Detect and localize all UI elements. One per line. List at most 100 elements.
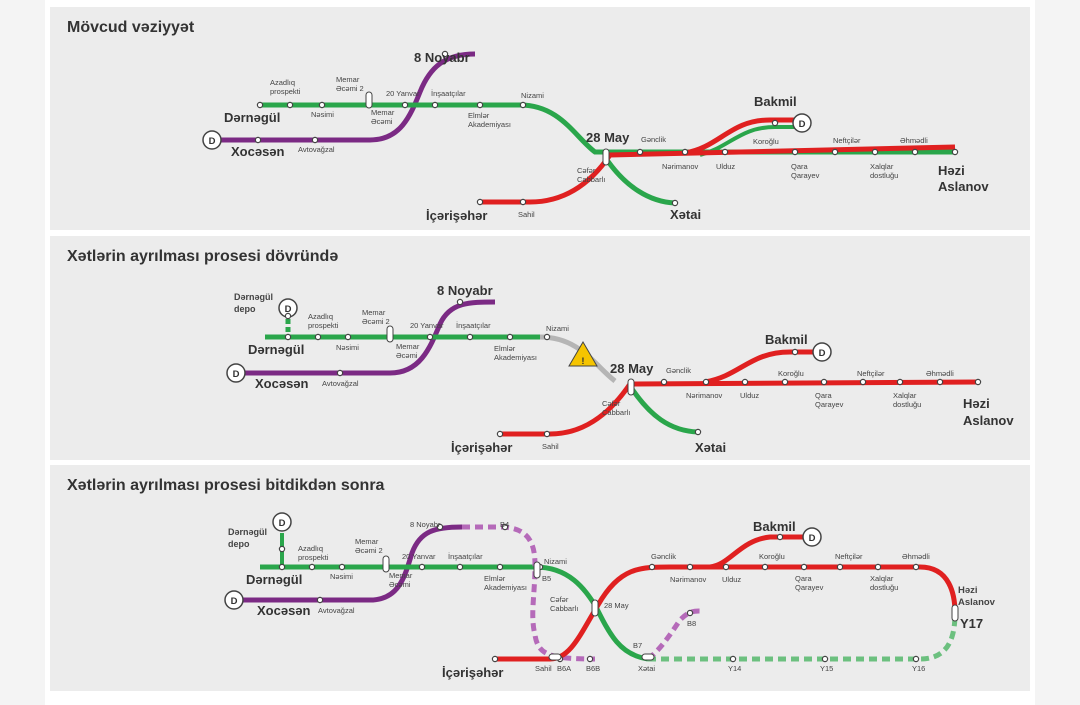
svg-text:Elmlər: Elmlər: [494, 344, 516, 353]
depot-icon: [226, 363, 246, 383]
label-neftciler: Neftçilər: [833, 136, 861, 145]
svg-text:Qarayev: Qarayev: [791, 171, 820, 180]
svg-text:Bakmil: Bakmil: [765, 332, 808, 347]
panel-title: Mövcud vəziyyət: [67, 19, 195, 36]
svg-text:B8: B8: [687, 619, 696, 628]
svg-text:Sahil: Sahil: [542, 442, 559, 451]
svg-text:B4: B4: [500, 520, 509, 529]
svg-text:Azadlıq: Azadlıq: [308, 312, 333, 321]
label-8noyabr: 8 Noyabr: [414, 50, 470, 65]
depot-icon: [272, 512, 292, 532]
depot-icon: [802, 527, 822, 547]
depot-icon: D: [202, 130, 222, 150]
label-ehmedli: Əhmədli: [900, 136, 928, 145]
label-20yanvar: 20 Yanvar: [386, 89, 420, 98]
svg-text:Qarayev: Qarayev: [795, 583, 824, 592]
svg-text:Əhmədli: Əhmədli: [902, 552, 930, 561]
svg-text:Memar: Memar: [396, 342, 420, 351]
label-xocesen: Xocəsən: [231, 144, 285, 159]
svg-text:Cəfər: Cəfər: [577, 166, 596, 175]
svg-text:D: D: [279, 518, 286, 529]
svg-text:Bakmil: Bakmil: [753, 519, 796, 534]
svg-text:Xocəsən: Xocəsən: [255, 376, 309, 391]
svg-text:Əcəmi 2: Əcəmi 2: [336, 84, 364, 93]
svg-text:Qarayev: Qarayev: [815, 400, 844, 409]
svg-text:İnşaatçılar: İnşaatçılar: [456, 321, 491, 330]
svg-text:Koroğlu: Koroğlu: [778, 369, 804, 378]
svg-text:Əcəmi 2: Əcəmi 2: [362, 317, 390, 326]
svg-text:prospekti: prospekti: [308, 321, 339, 330]
svg-text:Memar: Memar: [389, 571, 413, 580]
panel-title: Xətlərin ayrılması prosesi bitdikdən son…: [67, 477, 385, 494]
svg-text:D: D: [209, 136, 216, 147]
svg-text:Avtovağzal: Avtovağzal: [322, 379, 359, 388]
svg-text:Y14: Y14: [728, 664, 741, 673]
svg-text:Y17: Y17: [960, 616, 983, 631]
svg-text:28 May: 28 May: [610, 361, 654, 376]
svg-text:D: D: [819, 348, 826, 359]
svg-text:Memar: Memar: [355, 537, 379, 546]
label-azadliq: Azadlıq: [270, 78, 295, 87]
svg-text:D: D: [799, 119, 806, 130]
svg-text:D: D: [231, 596, 238, 607]
svg-text:Xalqlar: Xalqlar: [870, 574, 894, 583]
svg-text:Avtovağzal: Avtovağzal: [318, 606, 355, 615]
label-bakmil: Bakmil: [754, 94, 797, 109]
warning-icon: !: [568, 341, 598, 367]
svg-text:!: !: [581, 356, 584, 367]
svg-text:Akademiyası: Akademiyası: [494, 353, 537, 362]
label-nerimanov: Nərimanov: [662, 162, 699, 171]
svg-text:Memar: Memar: [371, 108, 395, 117]
svg-text:Həzi: Həzi: [958, 585, 978, 596]
station-stops: [254, 50, 959, 207]
svg-text:D: D: [809, 533, 816, 544]
svg-text:depo: depo: [234, 304, 256, 314]
svg-text:Nəsimi: Nəsimi: [330, 572, 353, 581]
svg-text:Əcəmi 2: Əcəmi 2: [355, 546, 383, 555]
svg-text:Neftçilər: Neftçilər: [857, 369, 885, 378]
svg-text:Həzi: Həzi: [938, 163, 965, 178]
svg-text:Qara: Qara: [791, 162, 809, 171]
label-nizami: Nizami: [521, 91, 544, 100]
svg-text:dostluğu: dostluğu: [870, 583, 898, 592]
svg-text:Dərnəgül: Dərnəgül: [228, 527, 267, 537]
svg-text:Gənclik: Gənclik: [651, 552, 676, 561]
svg-text:28 May: 28 May: [604, 601, 629, 610]
svg-text:Akademiyası: Akademiyası: [484, 583, 527, 592]
panel-during-separation: Xətlərin ayrılması prosesi dövründə D D …: [50, 236, 1030, 460]
svg-text:Ulduz: Ulduz: [740, 391, 759, 400]
svg-text:Həzi: Həzi: [963, 396, 990, 411]
svg-text:İnşaatçılar: İnşaatçılar: [448, 552, 483, 561]
depot-icon: [812, 342, 832, 362]
label-28may: 28 May: [586, 130, 630, 145]
label-ulduz: Ulduz: [716, 162, 735, 171]
svg-text:B6A: B6A: [557, 664, 571, 673]
label-insaatcilar: İnşaatçılar: [431, 89, 466, 98]
svg-text:dostluğu: dostluğu: [870, 171, 898, 180]
svg-text:8 Noyabr: 8 Noyabr: [437, 283, 493, 298]
label-avtovagzal: Avtovağzal: [298, 145, 335, 154]
svg-text:20 Yanvar: 20 Yanvar: [410, 321, 444, 330]
svg-text:Nizami: Nizami: [544, 557, 567, 566]
svg-text:Xətai: Xətai: [695, 440, 726, 455]
svg-text:20 Yanvar: 20 Yanvar: [402, 552, 436, 561]
svg-text:Elmlər: Elmlər: [484, 574, 506, 583]
label-koroglu: Koroğlu: [753, 137, 779, 146]
svg-text:8 Noyabr: 8 Noyabr: [410, 520, 441, 529]
svg-text:B5: B5: [542, 574, 551, 583]
svg-text:prospekti: prospekti: [298, 553, 329, 562]
svg-text:Ulduz: Ulduz: [722, 575, 741, 584]
svg-text:Elmlər: Elmlər: [468, 111, 490, 120]
svg-text:Aslanov: Aslanov: [938, 179, 989, 194]
svg-text:prospekti: prospekti: [270, 87, 301, 96]
svg-text:Dərnəgül: Dərnəgül: [248, 342, 304, 357]
svg-text:Dərnəgül: Dərnəgül: [246, 572, 302, 587]
svg-text:Y16: Y16: [912, 664, 925, 673]
svg-text:Akademiyası: Akademiyası: [468, 120, 511, 129]
svg-text:Neftçilər: Neftçilər: [835, 552, 863, 561]
depot-icon: D: [792, 113, 812, 133]
svg-text:Cabbarlı: Cabbarlı: [602, 408, 630, 417]
